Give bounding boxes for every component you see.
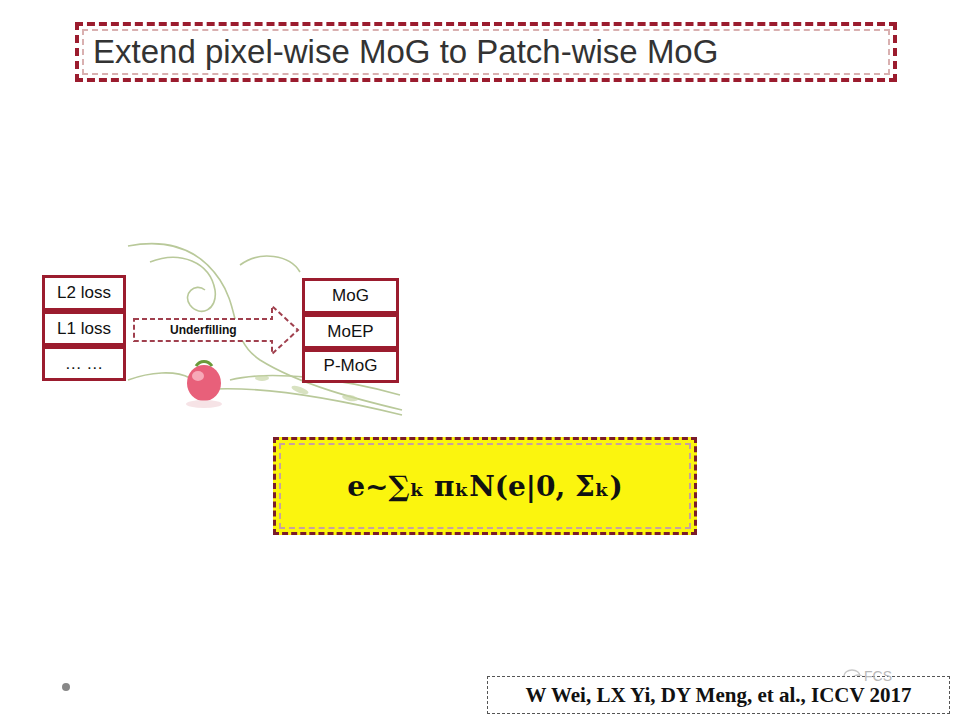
model-box: P-MoG <box>302 349 399 383</box>
node-text: W Wei, LX Yi, DY Meng, et al., ICCV 2017 <box>525 683 911 708</box>
model-box: MoG <box>302 278 399 314</box>
node-text: MoEP <box>327 322 373 342</box>
loss-box: L2 loss <box>42 275 126 311</box>
block-arrow <box>134 306 298 354</box>
node-text: P-MoG <box>324 356 378 376</box>
node-text: L2 loss <box>57 283 111 303</box>
node-text: … … <box>65 354 104 374</box>
watermark: FCS <box>864 668 892 684</box>
loss-box: … … <box>42 346 126 381</box>
node-text: MoG <box>332 286 369 306</box>
model-box: MoEP <box>302 314 399 349</box>
edge-label: Underfilling <box>168 323 239 337</box>
slide-title: Extend pixel-wise MoG to Patch-wise MoG <box>75 22 897 82</box>
node-text: L1 loss <box>57 319 111 339</box>
node-text: e~∑ₖ πₖN(e|0, Σₖ) <box>347 470 622 503</box>
formula-box: e~∑ₖ πₖN(e|0, Σₖ) <box>273 437 697 535</box>
loss-box: L1 loss <box>42 311 126 346</box>
